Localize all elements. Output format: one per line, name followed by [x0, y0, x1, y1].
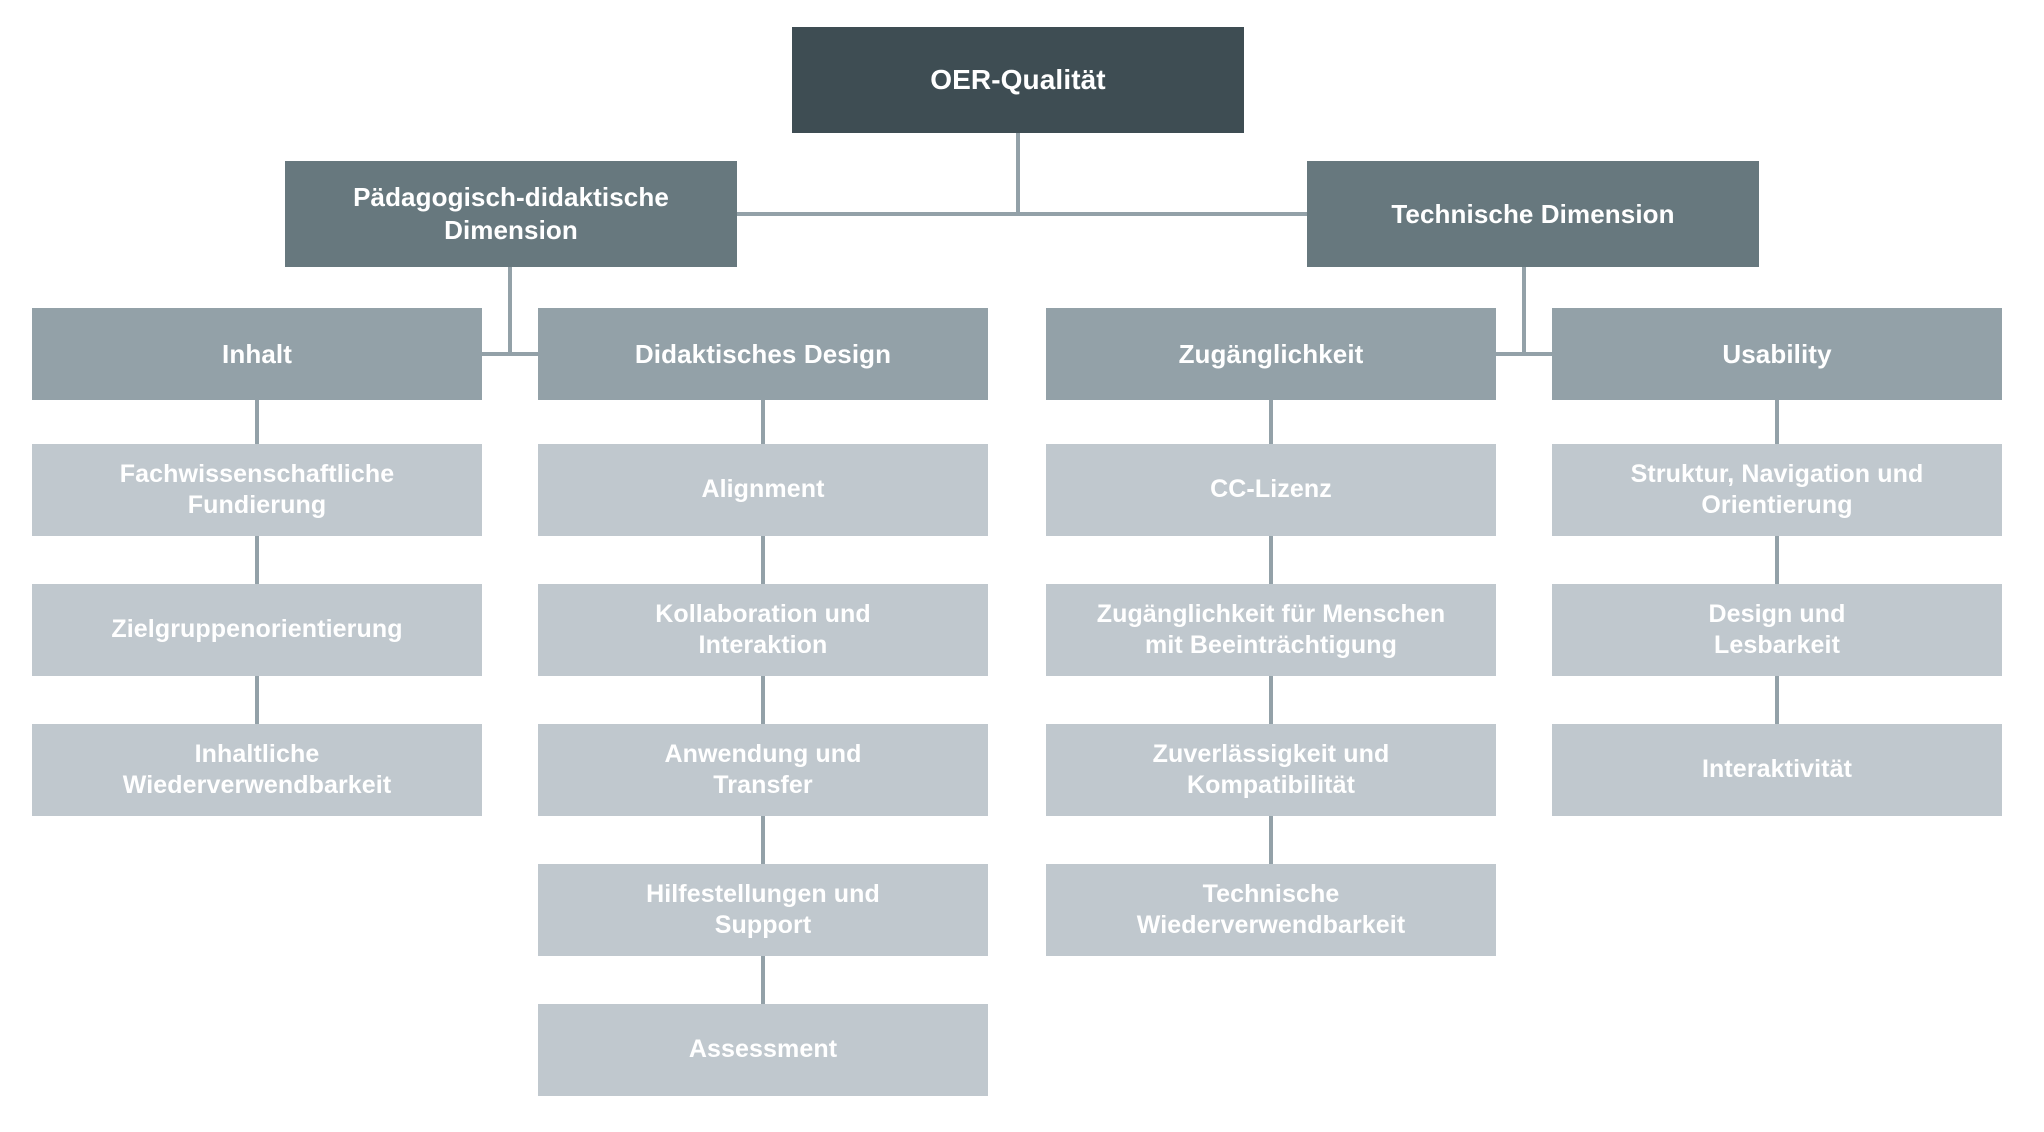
root-node-oer-qualitaet: OER-Qualität [792, 27, 1244, 133]
connector-didaktisches-design-leaf-3 [761, 816, 765, 864]
connector-root-stem [1016, 133, 1020, 214]
connector-didaktisches-design-leaf-0 [761, 400, 765, 444]
category-node-usability-label: Usability [1722, 338, 1832, 369]
category-node-inhalt-label: Inhalt [222, 338, 292, 369]
connector-dimension-1-to-right-category [1524, 352, 1552, 356]
leaf-node-cc-lizenz-label: CC-Lizenz [1210, 475, 1332, 504]
leaf-node-alignment: Alignment [538, 444, 988, 536]
leaf-node-inhaltliche-wiederverwendbarkeit-label: Inhaltliche Wiederverwendbarkeit [122, 739, 392, 800]
leaf-node-anwendung-und-transfer: Anwendung und Transfer [538, 724, 988, 816]
leaf-node-alignment-label: Alignment [701, 475, 825, 504]
connector-usability-leaf-0 [1775, 400, 1779, 444]
category-node-didaktisches-design-label: Didaktisches Design [634, 338, 892, 369]
connector-zugaenglichkeit-leaf-3 [1269, 816, 1273, 864]
connector-inhalt-leaf-0 [255, 400, 259, 444]
leaf-node-hilfestellungen-und-support-label: Hilfestellungen und Support [646, 879, 880, 940]
connector-zugaenglichkeit-leaf-1 [1269, 536, 1273, 584]
leaf-node-hilfestellungen-und-support: Hilfestellungen und Support [538, 864, 988, 956]
dimension-node-paedagogisch-didaktische-dimension-label: Pädagogisch-didaktische Dimension [353, 182, 669, 245]
leaf-node-assessment-label: Assessment [688, 1035, 838, 1064]
root-node-oer-qualitaet-label: OER-Qualität [930, 64, 1106, 96]
leaf-node-interaktivitaet-label: Interaktivität [1701, 755, 1853, 784]
connector-inhalt-leaf-2 [255, 676, 259, 724]
leaf-node-design-und-lesbarkeit: Design und Lesbarkeit [1552, 584, 2002, 676]
connector-didaktisches-design-leaf-1 [761, 536, 765, 584]
category-node-zugaenglichkeit: Zugänglichkeit [1046, 308, 1496, 400]
connector-usability-leaf-1 [1775, 536, 1779, 584]
connector-zugaenglichkeit-leaf-0 [1269, 400, 1273, 444]
connector-didaktisches-design-leaf-2 [761, 676, 765, 724]
connector-dimension-1-stem [1522, 267, 1526, 354]
dimension-node-paedagogisch-didaktische-dimension: Pädagogisch-didaktische Dimension [285, 161, 737, 267]
connector-didaktisches-design-leaf-4 [761, 956, 765, 1004]
connector-zugaenglichkeit-leaf-2 [1269, 676, 1273, 724]
category-node-usability: Usability [1552, 308, 2002, 400]
connector-dimension-0-to-left-category [482, 352, 510, 356]
leaf-node-fachwissenschaftliche-fundierung: Fachwissenschaftliche Fundierung [32, 444, 482, 536]
dimension-node-technische-dimension: Technische Dimension [1307, 161, 1759, 267]
connector-dimension-0-stem [508, 267, 512, 354]
leaf-node-design-und-lesbarkeit-label: Design und Lesbarkeit [1708, 599, 1846, 660]
leaf-node-zugaenglichkeit-fuer-menschen-mit-beeintraechtigung: Zugänglichkeit für Menschen mit Beeinträ… [1046, 584, 1496, 676]
connector-dimension-0-to-right-category [510, 352, 538, 356]
leaf-node-zielgruppenorientierung: Zielgruppenorientierung [32, 584, 482, 676]
leaf-node-zuverlaessigkeit-und-kompatibilitaet: Zuverlässigkeit und Kompatibilität [1046, 724, 1496, 816]
leaf-node-cc-lizenz: CC-Lizenz [1046, 444, 1496, 536]
leaf-node-zugaenglichkeit-fuer-menschen-mit-beeintraechtigung-label: Zugänglichkeit für Menschen mit Beeinträ… [1096, 599, 1446, 660]
leaf-node-fachwissenschaftliche-fundierung-label: Fachwissenschaftliche Fundierung [119, 459, 395, 520]
leaf-node-kollaboration-und-interaktion-label: Kollaboration und Interaktion [655, 599, 871, 660]
category-node-inhalt: Inhalt [32, 308, 482, 400]
leaf-node-struktur-navigation-und-orientierung-label: Struktur, Navigation und Orientierung [1630, 459, 1924, 520]
connector-dimension-1-to-left-category [1496, 352, 1524, 356]
leaf-node-zuverlaessigkeit-und-kompatibilitaet-label: Zuverlässigkeit und Kompatibilität [1152, 739, 1390, 800]
leaf-node-anwendung-und-transfer-label: Anwendung und Transfer [664, 739, 862, 800]
category-node-zugaenglichkeit-label: Zugänglichkeit [1178, 338, 1364, 369]
leaf-node-kollaboration-und-interaktion: Kollaboration und Interaktion [538, 584, 988, 676]
connector-root-to-right-dimension [1018, 212, 1307, 216]
connector-root-to-left-dimension [737, 212, 1018, 216]
leaf-node-zielgruppenorientierung-label: Zielgruppenorientierung [111, 615, 403, 644]
leaf-node-assessment: Assessment [538, 1004, 988, 1096]
connector-inhalt-leaf-1 [255, 536, 259, 584]
dimension-node-technische-dimension-label: Technische Dimension [1391, 198, 1675, 229]
leaf-node-technische-wiederverwendbarkeit-label: Technische Wiederverwendbarkeit [1136, 879, 1406, 940]
leaf-node-inhaltliche-wiederverwendbarkeit: Inhaltliche Wiederverwendbarkeit [32, 724, 482, 816]
leaf-node-technische-wiederverwendbarkeit: Technische Wiederverwendbarkeit [1046, 864, 1496, 956]
leaf-node-struktur-navigation-und-orientierung: Struktur, Navigation und Orientierung [1552, 444, 2002, 536]
category-node-didaktisches-design: Didaktisches Design [538, 308, 988, 400]
connector-usability-leaf-2 [1775, 676, 1779, 724]
leaf-node-interaktivitaet: Interaktivität [1552, 724, 2002, 816]
